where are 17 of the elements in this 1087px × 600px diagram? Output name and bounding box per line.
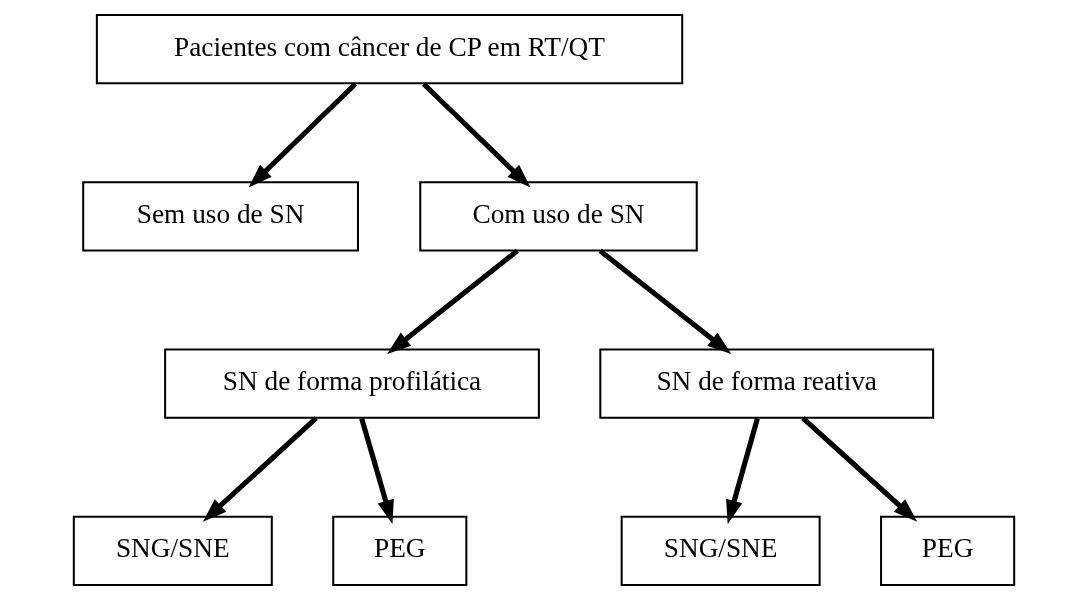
node-box: SN de forma profilática	[163, 348, 540, 419]
node-box: SN de forma reativa	[598, 348, 934, 419]
arrow	[248, 82, 357, 188]
arrow	[202, 416, 318, 522]
node-box: Pacientes com câncer de CP em RT/QT	[95, 13, 683, 85]
node-box: SNG/SNE	[72, 515, 273, 587]
node-box: PEG	[879, 515, 1015, 587]
node-box: SNG/SNE	[620, 515, 821, 587]
arrow	[358, 417, 394, 525]
arrow	[800, 416, 917, 522]
arrow	[598, 248, 731, 354]
arrow	[725, 417, 760, 525]
arrow	[386, 248, 519, 355]
arrow	[421, 82, 530, 188]
node-box: Com uso de SN	[418, 181, 698, 252]
node-box: Sem uso de SN	[81, 181, 359, 252]
node-box: PEG	[331, 515, 467, 587]
